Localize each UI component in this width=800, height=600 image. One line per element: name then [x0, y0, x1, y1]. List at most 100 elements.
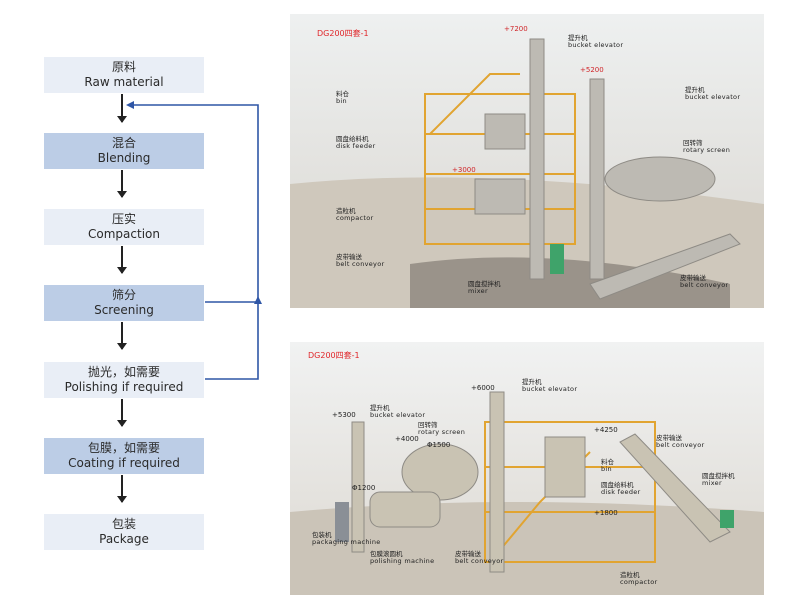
step-package: 包装 Package — [44, 514, 204, 550]
label-zh: 提升机 — [370, 404, 390, 412]
step-en: Package — [99, 532, 149, 546]
label-en: compactor — [620, 578, 658, 586]
plant-illustration — [290, 342, 764, 595]
label-zh: 皮带输送 — [336, 253, 362, 261]
step-raw-material: 原料 Raw material — [44, 57, 204, 93]
label-zh: 造粒机 — [620, 571, 640, 579]
plant-illustration — [290, 14, 764, 308]
label-zh: 料仓 — [601, 458, 614, 466]
label-zh: 提升机 — [685, 86, 705, 94]
step-zh: 包装 — [111, 517, 136, 531]
label-en: bucket elevator — [685, 93, 741, 101]
elevation-label: +4000 — [395, 435, 419, 443]
panel-title: DG200四套-1 — [308, 351, 360, 360]
label-zh: 回转筛 — [683, 139, 703, 147]
step-zh: 混合 — [111, 136, 136, 150]
label-zh: 圆盘搅拌机 — [702, 472, 735, 480]
label-en: rotary screen — [418, 428, 466, 436]
label-zh: 皮带输送 — [455, 550, 481, 558]
label-zh: 皮带输送 — [656, 434, 682, 442]
step-zh: 包膜，如需要 — [87, 441, 160, 455]
step-en: Screening — [94, 303, 154, 317]
elevation-label: +5300 — [332, 411, 356, 419]
label-en: disk feeder — [601, 488, 641, 496]
label-zh: 提升机 — [568, 34, 588, 42]
step-zh: 压实 — [111, 212, 136, 226]
label-en: rotary screen — [683, 146, 731, 154]
label-en: belt conveyor — [680, 281, 729, 289]
arrow-down — [117, 246, 127, 274]
label-zh: 皮带输送 — [680, 274, 706, 282]
step-blending: 混合 Blending — [44, 133, 204, 169]
arrow-down — [117, 322, 127, 350]
label-zh: 包膜滚圆机 — [370, 550, 403, 558]
label-en: mixer — [468, 287, 488, 295]
elevation-label: +7200 — [504, 25, 528, 33]
elevation-label: +4250 — [594, 426, 618, 434]
arrow-down — [117, 94, 127, 123]
arrow-down — [117, 475, 127, 503]
plant-rendering-bottom: DG200四套-1 +6000 +5300 +4000 +4250 +1800 … — [290, 342, 764, 595]
label-en: polishing machine — [370, 557, 435, 565]
label-zh: 圆盘给料机 — [336, 135, 369, 143]
elevation-label: +5200 — [580, 66, 604, 74]
label-en: bin — [601, 465, 612, 473]
label-zh: 料仓 — [336, 90, 349, 98]
step-zh: 抛光，如需要 — [87, 365, 160, 379]
label-en: packaging machine — [312, 538, 381, 546]
step-en: Polishing if required — [64, 380, 184, 394]
step-en: Blending — [97, 151, 151, 165]
label-en: belt conveyor — [656, 441, 705, 449]
step-screening: 筛分 Screening — [44, 285, 204, 321]
step-coating: 包膜，如需要 Coating if required — [44, 438, 204, 474]
label-en: compactor — [336, 214, 374, 222]
label-en: bin — [336, 97, 347, 105]
arrow-down — [117, 399, 127, 427]
label-en: belt conveyor — [336, 260, 385, 268]
step-compaction: 压实 Compaction — [44, 209, 204, 245]
label-zh: 造粒机 — [336, 207, 356, 215]
arrow-down — [117, 170, 127, 198]
panel-title: DG200四套-1 — [317, 29, 369, 38]
step-polishing: 抛光，如需要 Polishing if required — [44, 362, 204, 398]
label-en: mixer — [702, 479, 722, 487]
label-zh: 回转筛 — [418, 421, 438, 429]
label-en: bucket elevator — [370, 411, 426, 419]
step-en: Raw material — [84, 75, 164, 89]
elevation-label: +3000 — [452, 166, 476, 174]
label-en: bucket elevator — [522, 385, 578, 393]
label-en: disk feeder — [336, 142, 376, 150]
label-en: bucket elevator — [568, 41, 624, 49]
label-zh: 提升机 — [522, 378, 542, 386]
return-loop-lines — [126, 101, 262, 380]
dimension-label: Φ1500 — [427, 441, 451, 449]
step-zh: 筛分 — [111, 288, 136, 302]
label-en: belt conveyor — [455, 557, 504, 565]
step-zh: 原料 — [111, 60, 136, 74]
step-en: Compaction — [88, 227, 160, 241]
elevation-label: +1800 — [594, 509, 618, 517]
dimension-label: Φ1200 — [352, 484, 376, 492]
step-en: Coating if required — [68, 456, 180, 470]
